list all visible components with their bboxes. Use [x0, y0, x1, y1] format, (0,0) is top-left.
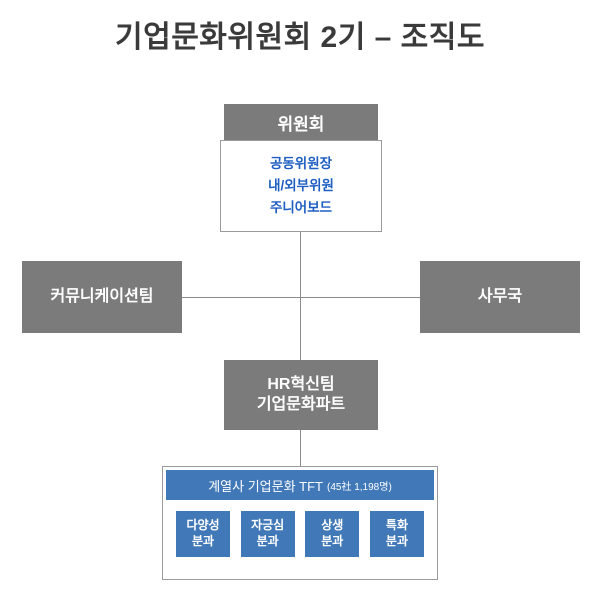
- tft-subcommittee-diversity[interactable]: 다양성 분과: [176, 511, 230, 557]
- tft-group-container: 계열사 기업문화 TFT (45社 1,198명) 다양성 분과 자긍심 분과 …: [162, 466, 438, 580]
- tft-subcommittee-pride[interactable]: 자긍심 분과: [240, 511, 295, 557]
- node-committee[interactable]: 위원회 공동위원장 내/외부위원 주니어보드: [220, 104, 382, 232]
- committee-member-item: 내/외부위원: [268, 178, 334, 193]
- committee-member-item: 주니어보드: [269, 200, 333, 215]
- node-secretariat[interactable]: 사무국: [420, 261, 580, 333]
- subcommittee-label-line-1: 자긍심: [251, 518, 285, 533]
- subcommittee-label-line-1: 상생: [321, 518, 344, 533]
- subcommittee-label-line-2: 분과: [256, 534, 279, 548]
- connector-horizontal-bus: [182, 297, 420, 298]
- tft-subcommittee-coexistence[interactable]: 상생 분과: [305, 511, 360, 557]
- subcommittee-label-line-2: 분과: [321, 534, 344, 548]
- tft-header-detail: (45社 1,198명): [326, 481, 392, 493]
- committee-member-list: 공동위원장 내/외부위원 주니어보드: [220, 140, 382, 232]
- hr-team-line-1: HR혁신팀: [267, 375, 335, 393]
- tft-header-bar[interactable]: 계열사 기업문화 TFT (45社 1,198명): [166, 470, 434, 500]
- subcommittee-label-line-1: 특화: [385, 518, 409, 533]
- committee-member-item: 공동위원장: [269, 156, 333, 171]
- subcommittee-label-line-2: 분과: [191, 534, 215, 548]
- tft-subcommittee-list: 다양성 분과 자긍심 분과 상생 분과 특화 분과: [166, 511, 434, 571]
- page-title: 기업문화위원회 2기 – 조직도: [115, 21, 485, 54]
- committee-header-label: 위원회: [224, 104, 378, 140]
- tft-subcommittee-specialized[interactable]: 특화 분과: [369, 511, 424, 557]
- node-communication-team[interactable]: 커뮤니케이션팀: [22, 261, 182, 333]
- node-hr-innovation-team[interactable]: HR혁신팀 기업문화파트: [224, 360, 378, 430]
- subcommittee-label-line-1: 다양성: [186, 518, 220, 533]
- tft-header-title: 계열사 기업문화 TFT: [208, 478, 323, 494]
- connector-hr-to-tft: [300, 430, 301, 466]
- connector-committee-to-hr: [300, 232, 301, 360]
- subcommittee-label-line-2: 분과: [385, 534, 409, 548]
- hr-team-line-2: 기업문화파트: [256, 396, 346, 413]
